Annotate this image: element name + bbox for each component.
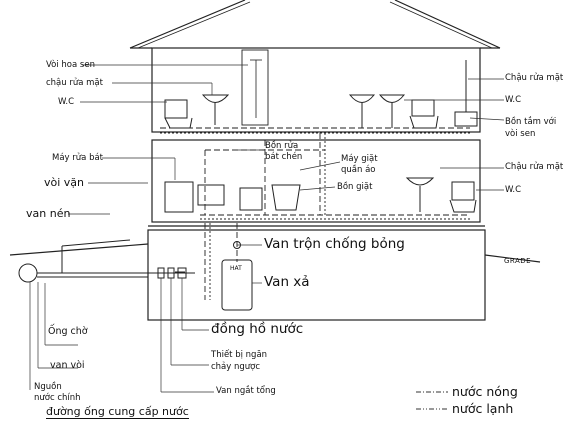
label-chau-rua-mat-upper-right: Chậu rửa mặt bbox=[505, 73, 564, 83]
legend-hot-label: nước nóng bbox=[452, 384, 518, 399]
label-voi-van: vòi vặn bbox=[44, 176, 85, 189]
label-heater: HAT bbox=[230, 265, 242, 272]
label-may-giat-2: quần áo bbox=[341, 165, 376, 175]
label-bon-giat: Bồn giặt bbox=[337, 182, 373, 192]
label-grade: GRADE bbox=[504, 257, 532, 265]
label-ong-cho: Ống chờ bbox=[48, 326, 88, 337]
label-chau-rua-mat-upper-left: chậu rửa mặt bbox=[46, 78, 103, 88]
legend-cold-label: nước lạnh bbox=[452, 401, 514, 416]
label-duong-ong: đường ống cung cấp nước bbox=[46, 405, 189, 419]
bathtub bbox=[454, 111, 478, 127]
label-van-xa: Van xả bbox=[264, 274, 310, 290]
middle-floor bbox=[151, 139, 481, 223]
label-bon-rua-2: bát chén bbox=[265, 152, 303, 162]
label-bon-tam-2: vòi sen bbox=[505, 129, 536, 139]
washer bbox=[239, 187, 263, 211]
label-thiet-bi-1: Thiết bị ngăn bbox=[211, 350, 268, 360]
label-dong-ho-nuoc: đồng hồ nước bbox=[211, 321, 304, 337]
basement bbox=[147, 229, 486, 321]
wc-mid-right bbox=[451, 181, 475, 201]
wc-upper-left bbox=[164, 99, 188, 119]
label-voi-hoa-sen: Vòi hoa sen bbox=[46, 60, 95, 70]
label-wc-upper-left: W.C bbox=[58, 97, 75, 107]
shower-stall bbox=[241, 49, 269, 126]
roof bbox=[129, 0, 501, 49]
water-heater bbox=[221, 259, 253, 311]
label-thiet-bi-2: chảy ngược bbox=[211, 362, 261, 372]
sink-upper-left bbox=[201, 94, 230, 103]
label-nguon-1: Nguồn bbox=[34, 382, 62, 392]
label-bon-tam-1: Bồn tắm với bbox=[505, 117, 557, 127]
label-bon-rua-1: Bồn rửa bbox=[265, 141, 299, 151]
label-van-ngat-tong: Van ngắt tổng bbox=[216, 386, 276, 396]
sink-mid-right bbox=[405, 177, 435, 186]
kitchen-sink bbox=[197, 184, 225, 206]
label-van-voi: van vòi bbox=[50, 360, 85, 371]
sink-upper-right-1 bbox=[348, 94, 376, 103]
laundry-tub bbox=[271, 184, 301, 211]
label-may-giat-1: Máy giặt bbox=[341, 154, 378, 164]
label-nguon-2: nước chính bbox=[34, 393, 81, 403]
upper-floor bbox=[151, 47, 481, 133]
label-chau-rua-mat-mid-right: Chậu rửa mặt bbox=[505, 162, 564, 172]
roof-inner bbox=[137, 1, 493, 49]
label-wc-mid-right: W.C bbox=[505, 185, 522, 195]
label-may-rua-bat: Máy rửa bát bbox=[52, 153, 104, 163]
wc-upper-right bbox=[411, 99, 435, 117]
label-wc-upper-right: W.C bbox=[505, 95, 522, 105]
dishwasher bbox=[164, 181, 194, 213]
label-van-tron: Van trộn chống bỏng bbox=[264, 236, 405, 252]
main-source bbox=[18, 263, 38, 283]
sink-upper-right-2 bbox=[378, 94, 406, 103]
label-van-nen: van nén bbox=[26, 207, 71, 220]
